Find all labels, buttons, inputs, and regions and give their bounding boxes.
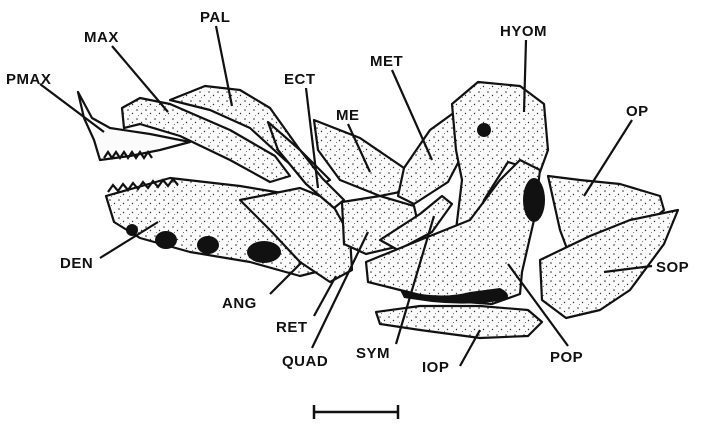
dentary-pore-1: [126, 224, 138, 236]
label-ect: ECT: [284, 71, 316, 88]
label-den: DEN: [60, 255, 93, 272]
bones-group: [78, 82, 678, 338]
label-pal: PAL: [200, 9, 230, 26]
leader-ret: [314, 276, 336, 316]
label-ret: RET: [276, 319, 308, 336]
dentary-pore-4: [247, 241, 281, 263]
label-sym: SYM: [356, 345, 390, 362]
leader-met: [392, 70, 432, 160]
label-hyom: HYOM: [500, 23, 547, 40]
scale-bar: [314, 405, 398, 419]
label-pop: POP: [550, 349, 583, 366]
label-me: ME: [336, 107, 360, 124]
label-ang: ANG: [222, 295, 257, 312]
label-op: OP: [626, 103, 649, 120]
interopercle-bone: [376, 306, 542, 338]
label-max: MAX: [84, 29, 119, 46]
label-iop: IOP: [422, 359, 449, 376]
hyomandibular-foramen: [477, 123, 491, 137]
label-quad: QUAD: [282, 353, 328, 370]
preopercle-canal-1: [523, 178, 545, 222]
dentary-pore-2: [155, 231, 177, 249]
label-met: MET: [370, 53, 403, 70]
label-sop: SOP: [656, 259, 689, 276]
label-pmax: PMAX: [6, 71, 51, 88]
leader-pmax: [40, 84, 104, 132]
dentary-pore-3: [197, 236, 219, 254]
